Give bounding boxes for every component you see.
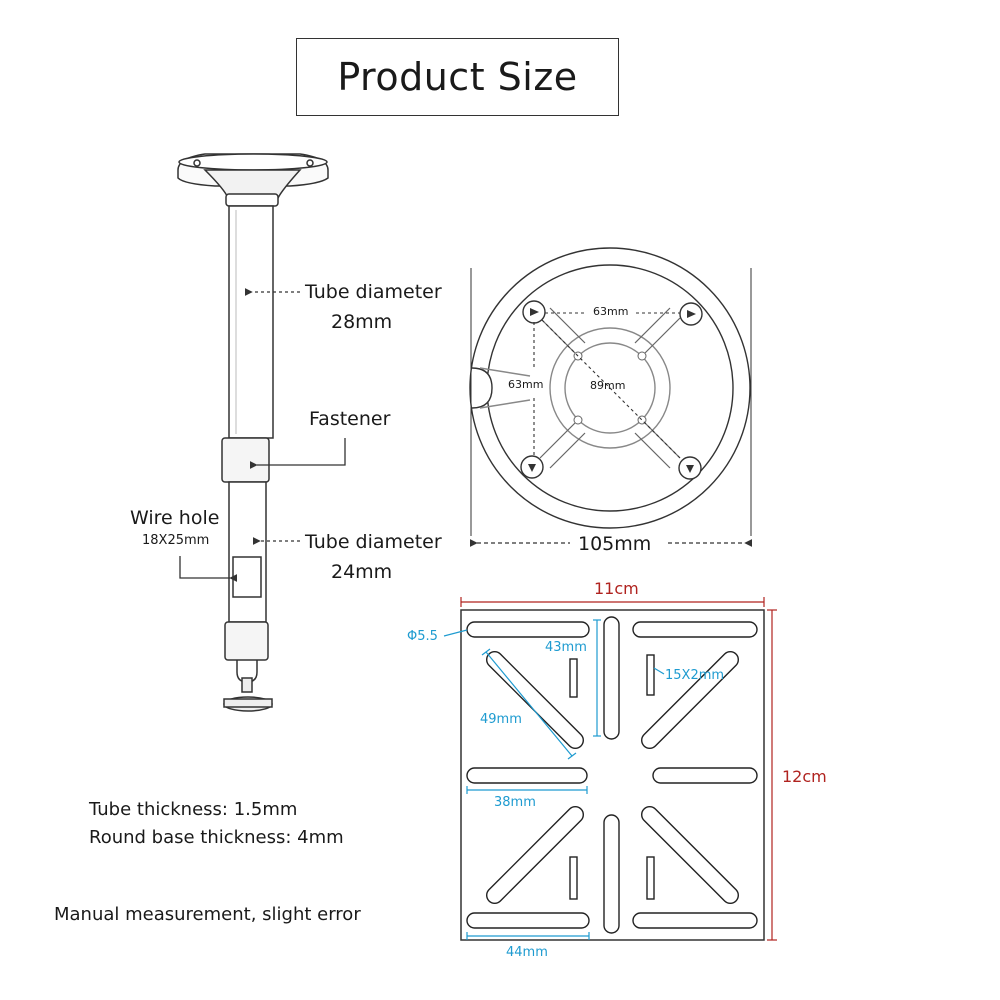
wire-hole-size: 18X25mm <box>142 533 210 548</box>
fastener-label: Fastener <box>309 408 391 430</box>
plate-diagonal-slot-length: 49mm <box>480 712 522 727</box>
tube-thickness-note: Tube thickness: 1.5mm <box>89 799 298 820</box>
plate-width-label: 11cm <box>594 579 639 598</box>
tube-diameter-bottom-value: 24mm <box>331 561 393 578</box>
tube-diameter-bottom-label: Tube diameter <box>305 531 442 553</box>
plate-hole-diameter: Φ5.5 <box>407 629 438 644</box>
plate-bottom-slot-length: 44mm <box>506 945 548 960</box>
tube-diameter-top-label: Tube diameter <box>305 281 442 303</box>
base-hole-spacing-diagonal: 89mm <box>590 379 626 392</box>
base-diameter-label: 105mm <box>578 533 652 555</box>
plate-small-slot-size: 15X2mm <box>665 668 725 683</box>
measurement-disclaimer: Manual measurement, slight error <box>54 904 361 925</box>
adapter-plate-drawing <box>443 597 777 941</box>
base-thickness-note: Round base thickness: 4mm <box>89 827 344 848</box>
page-title: Product Size <box>296 38 619 116</box>
plate-height-label: 12cm <box>782 767 827 786</box>
base-hole-spacing-vertical: 63mm <box>508 378 544 391</box>
base-hole-spacing-horizontal: 63mm <box>593 305 629 318</box>
tube-diameter-top-value: 28mm <box>331 311 393 333</box>
round-base-drawing <box>469 247 753 547</box>
plate-slot-vertical-length: 43mm <box>545 640 587 655</box>
plate-horizontal-slot-length: 38mm <box>494 795 536 810</box>
mount-leader-lines <box>179 288 346 582</box>
ceiling-mount-drawing <box>177 153 329 712</box>
wire-hole-label: Wire hole <box>130 507 220 529</box>
